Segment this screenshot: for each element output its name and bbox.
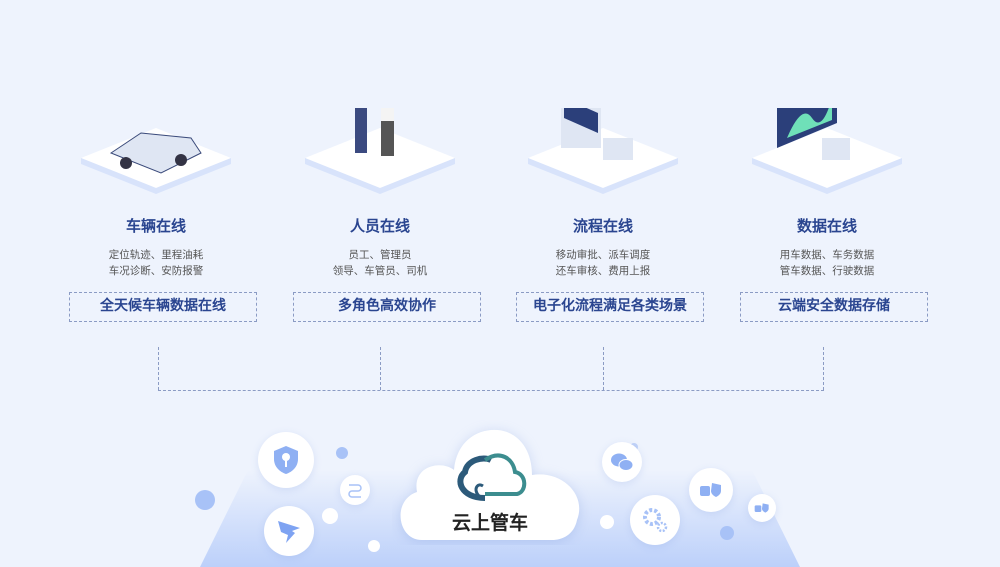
feature-tag: 云端安全数据存储	[740, 292, 928, 322]
dot	[195, 490, 215, 510]
feature-title: 数据在线	[796, 217, 857, 235]
feature-desc: 用车数据、车务数据管车数据、行驶数据	[779, 249, 875, 277]
feature-title: 人员在线	[349, 217, 410, 235]
wechat-bubble	[602, 442, 642, 482]
dot	[336, 447, 348, 459]
car-check-icon	[700, 483, 721, 497]
feature-title: 车辆在线	[125, 217, 186, 235]
settings-bubble	[630, 495, 680, 545]
connector-line	[823, 347, 824, 390]
data-illustration	[752, 108, 902, 194]
feature-title: 流程在线	[572, 217, 633, 235]
connector-line	[158, 347, 159, 390]
feature-desc: 定位轨迹、里程油耗车况诊断、安防报警	[108, 249, 204, 277]
dot	[600, 515, 614, 529]
dot	[322, 508, 338, 524]
feature-desc: 移动审批、派车调度还车审核、费用上报	[555, 249, 651, 277]
connector-line	[603, 347, 604, 390]
connector-line	[380, 347, 381, 390]
brand-name: 云上管车	[451, 512, 528, 534]
inspection-bubble	[689, 468, 733, 512]
shield-icon	[274, 446, 298, 474]
dingtalk-icon	[278, 521, 300, 543]
people-illustration	[305, 108, 455, 194]
brand-logo-icon	[457, 453, 527, 501]
connector-line	[158, 390, 824, 391]
car-shield-icon	[754, 503, 769, 513]
security-bubble	[258, 432, 314, 488]
vehicle-bubble	[748, 494, 776, 522]
car-illustration	[81, 128, 231, 194]
feature-desc: 员工、管理员领导、车管员、司机	[332, 249, 428, 277]
workflow-illustration	[528, 108, 678, 194]
wechat-icon	[611, 453, 634, 471]
dot	[368, 540, 380, 552]
cloud-shape	[400, 429, 580, 540]
route-icon	[348, 484, 362, 498]
flow-bubble	[340, 475, 370, 505]
dingtalk-bubble	[264, 506, 314, 556]
feature-tag: 电子化流程满足各类场景	[516, 292, 704, 322]
gear-icon	[643, 508, 668, 533]
dot	[720, 526, 734, 540]
feature-tag: 多角色高效协作	[293, 292, 481, 322]
feature-tag: 全天候车辆数据在线	[69, 292, 257, 322]
